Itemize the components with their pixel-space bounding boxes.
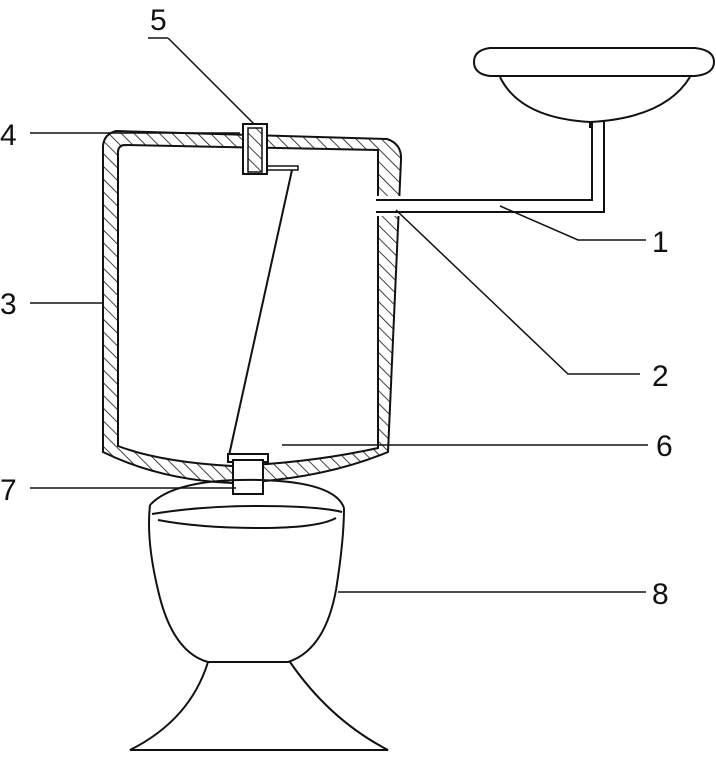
drain-pipe xyxy=(398,122,605,213)
toilet-bowl xyxy=(129,478,389,751)
leader-lines xyxy=(30,37,648,593)
label-4: 4 xyxy=(0,119,17,152)
label-2: 2 xyxy=(652,360,669,393)
outlet-valve xyxy=(227,453,269,495)
label-3: 3 xyxy=(0,288,17,321)
label-8: 8 xyxy=(652,578,669,611)
top-valve xyxy=(242,123,299,175)
label-7: 7 xyxy=(0,474,17,507)
wash-basin xyxy=(472,47,716,128)
water-tank xyxy=(102,129,403,485)
label-1: 1 xyxy=(652,226,669,259)
label-5: 5 xyxy=(150,4,167,37)
linkage-rod xyxy=(227,169,293,461)
label-6: 6 xyxy=(656,430,673,463)
